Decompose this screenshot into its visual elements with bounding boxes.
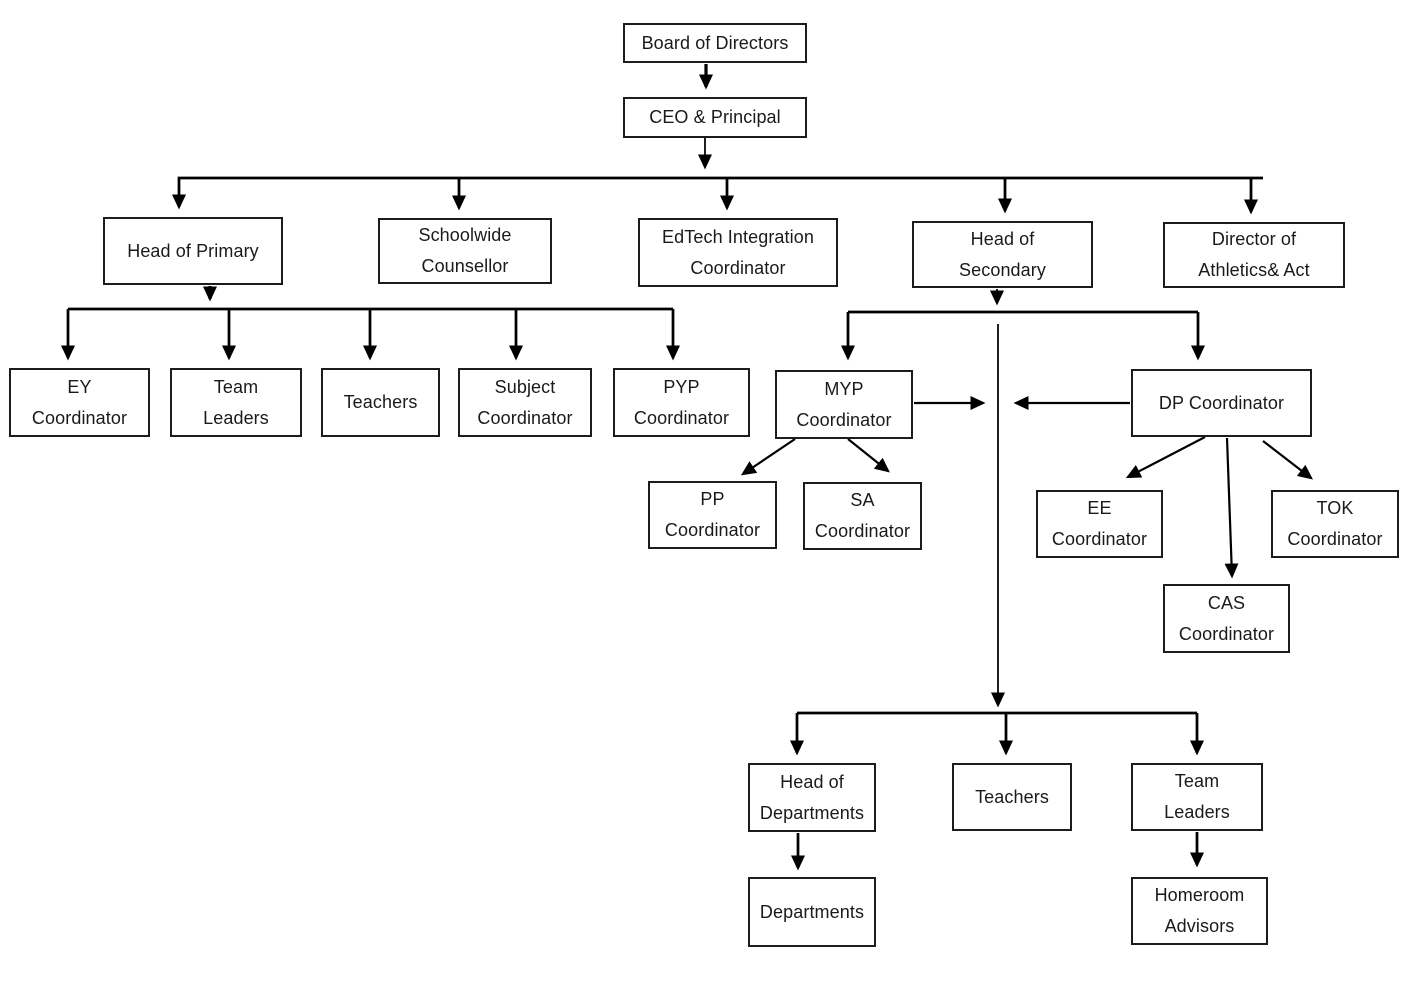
node-ee-coordinator: EE Coordinator	[1036, 490, 1163, 558]
edge-dp-tok	[1262, 440, 1313, 480]
node-label: Team Leaders	[1164, 771, 1230, 822]
node-label: Team Leaders	[203, 376, 269, 428]
node-subject-coordinator: Subject Coordinator	[458, 368, 592, 437]
edge-myp-sa	[847, 438, 890, 473]
node-label: Teachers	[343, 392, 418, 412]
node-head-of-secondary: Head of Secondary	[912, 221, 1093, 288]
node-label: CAS Coordinator	[1178, 592, 1275, 644]
node-label: Head of Primary	[127, 240, 259, 261]
node-label: Board of Directors	[641, 32, 789, 53]
node-teachers-secondary: Teachers	[952, 763, 1072, 831]
node-label: MYP Coordinator	[796, 378, 892, 430]
node-head-of-departments: Head of Departments	[748, 763, 876, 832]
node-cas-coordinator: CAS Coordinator	[1163, 584, 1290, 653]
node-label: Subject Coordinator	[477, 376, 573, 428]
node-label: DP Coordinator	[1158, 392, 1285, 413]
node-homeroom-advisors: Homeroom Advisors	[1131, 877, 1268, 945]
edge-rail-head-primary	[172, 176, 1263, 210]
node-departments: Departments	[748, 877, 876, 947]
node-ey-coordinator: EY Coordinator	[9, 368, 150, 437]
node-director-of-athletics: Director of Athletics& Act	[1163, 222, 1345, 288]
node-schoolwide-counsellor: Schoolwide Counsellor	[378, 218, 552, 284]
node-label: SA Coordinator	[814, 490, 911, 541]
node-edtech-integration-coordinator: EdTech Integration Coordinator	[638, 218, 838, 287]
node-label: PYP Coordinator	[633, 376, 730, 428]
node-team-leaders-secondary: Team Leaders	[1131, 763, 1263, 831]
node-ceo-principal: CEO & Principal	[623, 97, 807, 138]
edge-dp-ee	[1125, 436, 1206, 479]
node-teachers-primary: Teachers	[321, 368, 440, 437]
node-label: Departments	[759, 901, 865, 922]
node-label: Head of Secondary	[959, 228, 1046, 280]
node-label: EE Coordinator	[1051, 498, 1148, 549]
node-label: Schoolwide Counsellor	[418, 225, 512, 276]
node-label: Head of Departments	[759, 771, 865, 823]
node-label: PP Coordinator	[664, 489, 761, 540]
node-label: EdTech Integration Coordinator	[662, 226, 814, 278]
node-myp-coordinator: MYP Coordinator	[775, 370, 913, 439]
node-label: TOK Coordinator	[1287, 498, 1383, 549]
edge-dp-cas	[1224, 437, 1239, 579]
node-sa-coordinator: SA Coordinator	[803, 482, 922, 550]
edge-myp-pp	[740, 438, 796, 476]
node-label: Teachers	[975, 786, 1049, 807]
node-board-of-directors: Board of Directors	[623, 23, 807, 63]
node-tok-coordinator: TOK Coordinator	[1271, 490, 1399, 558]
node-label: CEO & Principal	[649, 107, 781, 127]
node-label: Homeroom Advisors	[1154, 885, 1245, 936]
node-label: EY Coordinator	[31, 376, 128, 428]
node-label: Director of Athletics& Act	[1198, 229, 1310, 280]
node-team-leaders-primary: Team Leaders	[170, 368, 302, 437]
node-pp-coordinator: PP Coordinator	[648, 481, 777, 549]
node-head-of-primary: Head of Primary	[103, 217, 283, 285]
node-pyp-coordinator: PYP Coordinator	[613, 368, 750, 437]
node-dp-coordinator: DP Coordinator	[1131, 369, 1312, 437]
